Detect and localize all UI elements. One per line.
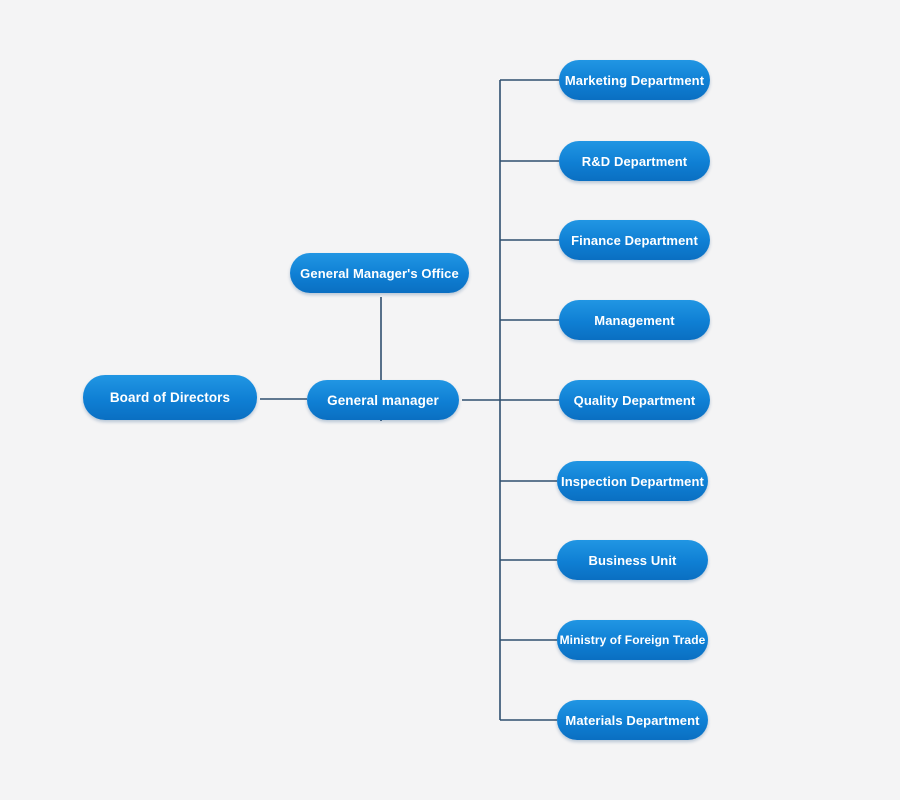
node-label: Management [594, 312, 675, 328]
node-general-manager: General manager [307, 380, 459, 420]
node-quality-department: Quality Department [559, 380, 710, 420]
node-label: Board of Directors [109, 390, 231, 405]
node-label: Business Unit [588, 552, 677, 568]
node-label: R&D Department [581, 153, 688, 169]
node-label: Materials Department [565, 712, 700, 728]
node-label: Finance Department [571, 232, 698, 248]
node-label: Ministry of Foreign Trade [559, 633, 706, 647]
node-management: Management [559, 300, 710, 340]
node-label: Inspection Department [561, 473, 704, 489]
node-label: Quality Department [573, 392, 696, 408]
node-ministry-of-foreign-trade: Ministry of Foreign Trade [557, 620, 708, 660]
node-marketing-department: Marketing Department [559, 60, 710, 100]
node-business-unit: Business Unit [557, 540, 708, 580]
node-label: General manager [327, 392, 439, 408]
node-general-managers-office: General Manager's Office [290, 253, 469, 293]
node-label: General Manager's Office [300, 265, 459, 281]
node-rnd-department: R&D Department [559, 141, 710, 181]
node-label: Marketing Department [564, 72, 705, 88]
node-finance-department: Finance Department [559, 220, 710, 260]
node-board-of-directors: Board of Directors [83, 375, 257, 420]
node-materials-department: Materials Department [557, 700, 708, 740]
node-inspection-department: Inspection Department [557, 461, 708, 501]
